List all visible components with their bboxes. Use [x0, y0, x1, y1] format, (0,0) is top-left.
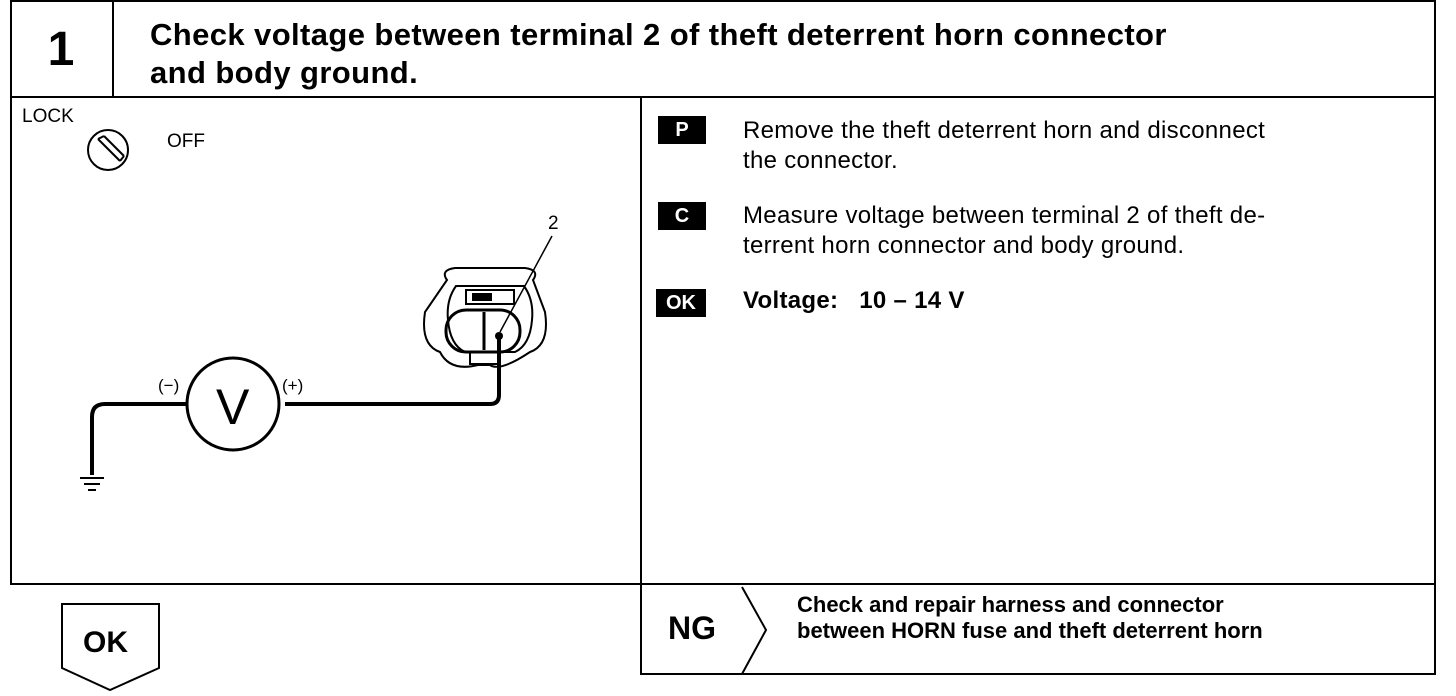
ignition-switch-icon [87, 129, 129, 171]
step-title-line1: Check voltage between terminal 2 of thef… [150, 17, 1167, 52]
plus-label: (+) [282, 376, 304, 395]
minus-label: (−) [158, 376, 180, 395]
step-number: 1 [47, 22, 75, 76]
step-title: Check voltage between terminal 2 of thef… [150, 16, 1430, 92]
step-number-box: 1 [10, 0, 114, 98]
off-label: OFF [167, 131, 205, 152]
step-text-check: Measure voltage between terminal 2 of th… [743, 202, 1266, 259]
ng-instruction: Check and repair harness and connector b… [797, 592, 1263, 643]
ng-label: NG [668, 610, 716, 646]
step-text-spec: Voltage: 10 – 14 V [743, 287, 965, 314]
ng-branch-box [640, 585, 1436, 675]
step-badge-ok: OK [656, 289, 706, 317]
lock-label: LOCK [22, 106, 74, 127]
step-text-prepare: Remove the theft deterrent horn and disc… [743, 117, 1266, 174]
step-badge-prepare: P [658, 116, 706, 144]
probe-tip [495, 332, 503, 340]
step-badge-check: C [658, 202, 706, 230]
step-title-line2: and body ground. [150, 55, 419, 90]
ground-icon [80, 477, 104, 491]
ok-label: OK [83, 626, 128, 659]
diagram-panel [10, 96, 642, 585]
terminal-leader-line [499, 235, 553, 333]
voltmeter-symbol: V [216, 379, 250, 435]
horn-connector-icon [423, 267, 547, 368]
positive-probe-wire [285, 336, 501, 406]
terminal-label: 2 [548, 213, 559, 234]
procedure-panel [640, 96, 1436, 585]
negative-probe-wire [90, 402, 187, 475]
